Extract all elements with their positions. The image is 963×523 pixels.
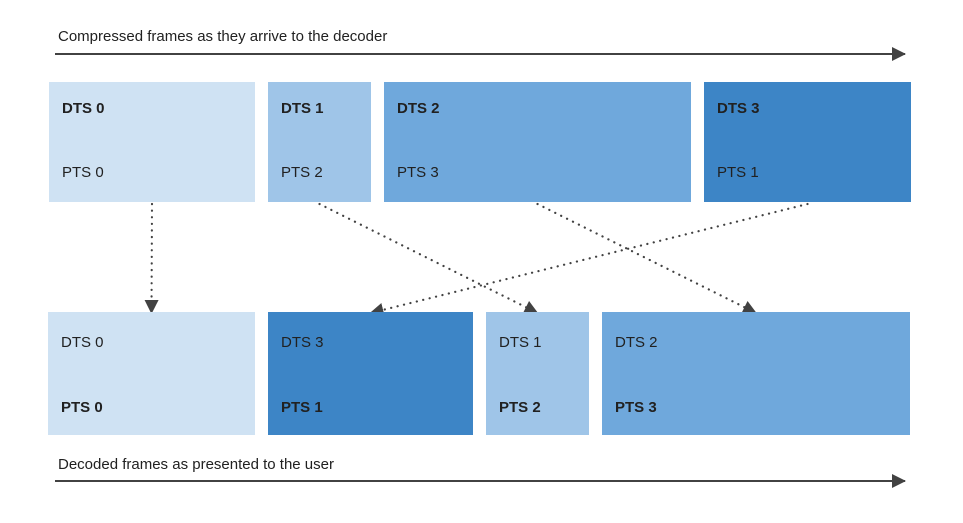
decode-order-arrow-icon <box>369 202 809 317</box>
decoded-frames-frame-1: DTS 3 PTS 1 <box>268 312 473 435</box>
dts-label: DTS 1 <box>499 334 542 351</box>
decoded-frames-frame-0: DTS 0 PTS 0 <box>48 312 255 435</box>
decode-order-arrow-icon <box>536 202 758 315</box>
dts-label: DTS 2 <box>615 334 658 351</box>
decoded-frames-row: DTS 0 PTS 0 DTS 3 PTS 1 DTS 1 PTS 2 DTS 2 PTS 3 <box>48 312 910 435</box>
dts-label: DTS 3 <box>717 100 760 117</box>
dts-label: DTS 3 <box>281 334 324 351</box>
dts-label: DTS 0 <box>61 334 104 351</box>
decode-order-arrow-icon <box>318 202 539 315</box>
decoded-axis-label: Decoded frames as presented to the user <box>58 456 334 473</box>
dts-label: DTS 1 <box>281 100 324 117</box>
pts-label: PTS 3 <box>397 164 439 181</box>
dts-label: DTS 0 <box>62 100 105 117</box>
pts-label: PTS 2 <box>499 399 541 416</box>
decoded-axis-arrow-icon <box>55 474 906 488</box>
compressed-axis-arrow-icon <box>55 47 906 61</box>
compressed-frames-frame-3: DTS 3 PTS 1 <box>704 82 911 202</box>
decoded-frames-frame-3: DTS 2 PTS 3 <box>602 312 910 435</box>
pts-label: PTS 3 <box>615 399 657 416</box>
compressed-axis-label: Compressed frames as they arrive to the … <box>58 28 388 45</box>
pts-label: PTS 2 <box>281 164 323 181</box>
pts-label: PTS 1 <box>281 399 323 416</box>
pts-label: PTS 0 <box>62 164 104 181</box>
pts-label: PTS 1 <box>717 164 759 181</box>
decode-order-arrow-icon <box>144 202 159 315</box>
compressed-frames-row: DTS 0 PTS 0 DTS 1 PTS 2 DTS 2 PTS 3 DTS 3 PTS 1 <box>49 82 911 202</box>
pts-label: PTS 0 <box>61 399 103 416</box>
compressed-frames-frame-2: DTS 2 PTS 3 <box>384 82 691 202</box>
compressed-frames-frame-1: DTS 1 PTS 2 <box>268 82 371 202</box>
decoded-frames-frame-2: DTS 1 PTS 2 <box>486 312 589 435</box>
dts-label: DTS 2 <box>397 100 440 117</box>
compressed-frames-frame-0: DTS 0 PTS 0 <box>49 82 255 202</box>
